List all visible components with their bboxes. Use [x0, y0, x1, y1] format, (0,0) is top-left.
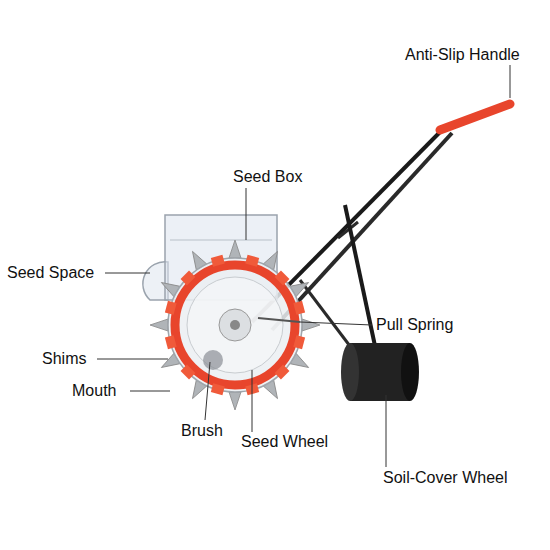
part-label: Seed Space: [7, 264, 94, 282]
part-label: Pull Spring: [376, 316, 453, 334]
part-label: Mouth: [72, 382, 116, 400]
part-label: Seed Wheel: [241, 433, 328, 451]
part-label: Soil-Cover Wheel: [383, 469, 507, 487]
spikes: [150, 240, 320, 410]
roller-end: [341, 343, 359, 401]
handle-rod: [272, 133, 452, 330]
inner-disc: [187, 277, 283, 373]
pull-spring: [258, 318, 300, 322]
hub: [219, 309, 251, 341]
leader-lines: [97, 65, 510, 467]
anti-slip-grip: [440, 104, 510, 130]
ring-teeth: [165, 255, 305, 395]
part-label: Seed Box: [233, 168, 302, 186]
part-label: Shims: [42, 350, 86, 368]
axle: [230, 320, 240, 330]
part-label: Brush: [181, 422, 223, 440]
seed-space: [143, 262, 168, 300]
wheel-disc: [168, 258, 302, 392]
part-label: Anti-Slip Handle: [405, 46, 520, 64]
seed-box-edge: [170, 240, 272, 241]
red-ring: [175, 265, 295, 385]
roller-end: [401, 343, 419, 401]
brush: [203, 350, 223, 370]
roller-rod: [345, 205, 378, 360]
